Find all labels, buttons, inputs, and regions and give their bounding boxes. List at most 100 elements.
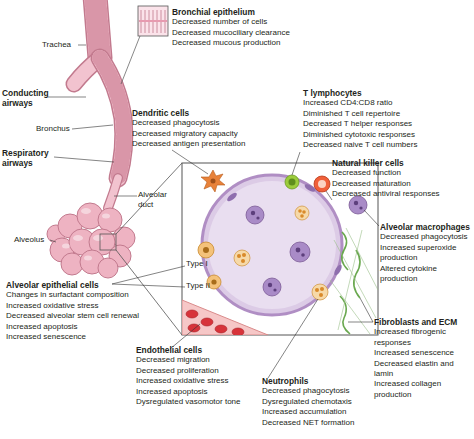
leader-lines: [172, 150, 208, 174]
alveolar-scene: [300, 214, 304, 218]
callout-item: Increased oxidative stress: [6, 301, 158, 311]
callout-item: Diminished cytotoxic responses: [303, 130, 453, 140]
leader-lines: [292, 152, 300, 175]
callout-block: Type I: [186, 259, 216, 269]
immune-cells: [314, 176, 330, 192]
alveolar-scene: [302, 210, 306, 214]
alveolar-scene: [242, 253, 246, 257]
alveolar-scene: [251, 201, 363, 292]
alveolar-scene: [226, 191, 238, 203]
alveolar-scene: [251, 211, 255, 215]
callout-item: Altered cytokine production: [380, 264, 473, 285]
alveolus-highlight: [81, 208, 91, 214]
callout-item: Increased oxidative stress: [136, 376, 260, 386]
alveolar-scene: [232, 328, 244, 335]
leader-lines: [114, 196, 137, 197]
alveolar-scene: [182, 175, 378, 335]
airway-tree: [100, 58, 124, 178]
alveolar-scene: [333, 264, 343, 277]
callout-block: Alveolus: [14, 235, 54, 245]
part-label: Type II: [186, 281, 220, 291]
alveolus-highlight: [62, 244, 70, 249]
alveolar-scene: [290, 242, 310, 262]
alveolar-scene: [334, 240, 376, 318]
alveolar-scene: [330, 280, 370, 334]
immune-cells: [201, 170, 225, 192]
alveolar-scene: [315, 288, 319, 292]
alveolar-scene: [211, 279, 216, 284]
callout-block: Respiratory airways: [2, 148, 58, 169]
callout-block: Alveolar epithelial cellsChanges in surf…: [6, 280, 158, 342]
callout-block: Endothelial cellsDecreased migrationDecr…: [136, 345, 260, 407]
inset-box: [182, 163, 378, 335]
callout-item: Decreased maturation: [332, 179, 472, 189]
airway-tree: [108, 178, 118, 208]
epithelium-inset: [121, 6, 168, 84]
callout-block: Alveolar duct: [138, 190, 178, 211]
callout-block: Alveolar macrophagesDecreased phagocytos…: [380, 222, 473, 284]
callout-block: Type II: [186, 281, 220, 291]
callout-heading: Fibroblasts and ECM: [374, 317, 473, 327]
callout-item: Decreased phagocytosis: [380, 232, 473, 242]
alveolus-highlight: [93, 235, 103, 241]
alveolar-scene: [234, 250, 250, 266]
callout-block: Fibroblasts and ECMIncreased fibrogenic …: [374, 317, 473, 400]
alveolar-scene: [226, 183, 343, 277]
alveolar-scene: [241, 259, 245, 263]
callout-heading: Alveolar macrophages: [380, 222, 473, 232]
immune-cells: [285, 175, 299, 189]
zoom-lines: [116, 163, 182, 234]
leader-lines: [78, 45, 86, 46]
callout-item: Decreased phagocytosis: [132, 118, 260, 128]
alveolar-scene: [237, 209, 324, 297]
callout-block: Bronchial epitheliumDecreased number of …: [172, 7, 306, 49]
alveolar-scene: [256, 216, 259, 219]
region-label: Respiratory airways: [2, 148, 58, 169]
callout-heading: T lymphocytes: [303, 88, 453, 98]
alveolar-scene: [346, 228, 378, 290]
alveolar-scene: [237, 254, 241, 258]
alveolus-cluster: [98, 258, 118, 278]
callout-item: Increased apoptosis: [6, 322, 158, 332]
callout-item: Decreased alveolar stem cell renewal: [6, 311, 158, 321]
callout-heading: Bronchial epithelium: [172, 7, 306, 17]
callout-item: Increased CD4:CD8 ratio: [303, 98, 453, 108]
callout-item: Decreased proliferation: [136, 366, 260, 376]
leader-lines: [348, 322, 373, 323]
callout-heading: Dendritic cells: [132, 108, 260, 118]
callout-item: Decreased antiviral responses: [332, 189, 472, 199]
leader-lines: [360, 298, 373, 322]
callout-block: Natural killer cellsDecreased functionDe…: [332, 158, 472, 200]
leader-lines: [48, 97, 86, 98]
alveolar-scene: [263, 278, 281, 296]
callout-item: Decreased elastin and lamin: [374, 359, 473, 380]
airway-tree: [74, 0, 124, 208]
callout-item: Diminished T cell repertoire: [303, 109, 453, 119]
part-label: Type I: [186, 259, 216, 269]
callout-item: Increased senescence: [6, 332, 158, 342]
callout-item: Increased superoxide production: [380, 243, 473, 264]
callout-heading: Endothelial cells: [136, 345, 260, 355]
immune-cells: [289, 179, 296, 186]
alveolar-scene: [201, 318, 213, 326]
callout-item: Decreased mucociliary clearance: [172, 28, 306, 38]
alveolar-scene: [312, 284, 328, 300]
immune-cells: [211, 179, 216, 184]
callout-heading: Natural killer cells: [332, 158, 472, 168]
immune-cells: [318, 180, 326, 188]
alveolar-scene: [202, 175, 342, 315]
alveolar-scene: [186, 310, 198, 318]
alveolar-scene: [198, 242, 214, 258]
leader-lines: [72, 125, 113, 129]
callout-block: T lymphocytesIncreased CD4:CD8 ratioDimi…: [303, 88, 453, 150]
alveolar-scene: [203, 247, 209, 253]
airway-tree: [100, 58, 124, 178]
callout-item: Decreased number of cells: [172, 17, 306, 27]
alveolar-scene: [268, 283, 272, 287]
callout-item: Decreased antigen presentation: [132, 139, 260, 149]
region-label: Conducting airways: [2, 88, 52, 109]
callout-block: Dendritic cellsDecreased phagocytosisDec…: [132, 108, 260, 150]
part-label: Bronchus: [36, 124, 76, 134]
